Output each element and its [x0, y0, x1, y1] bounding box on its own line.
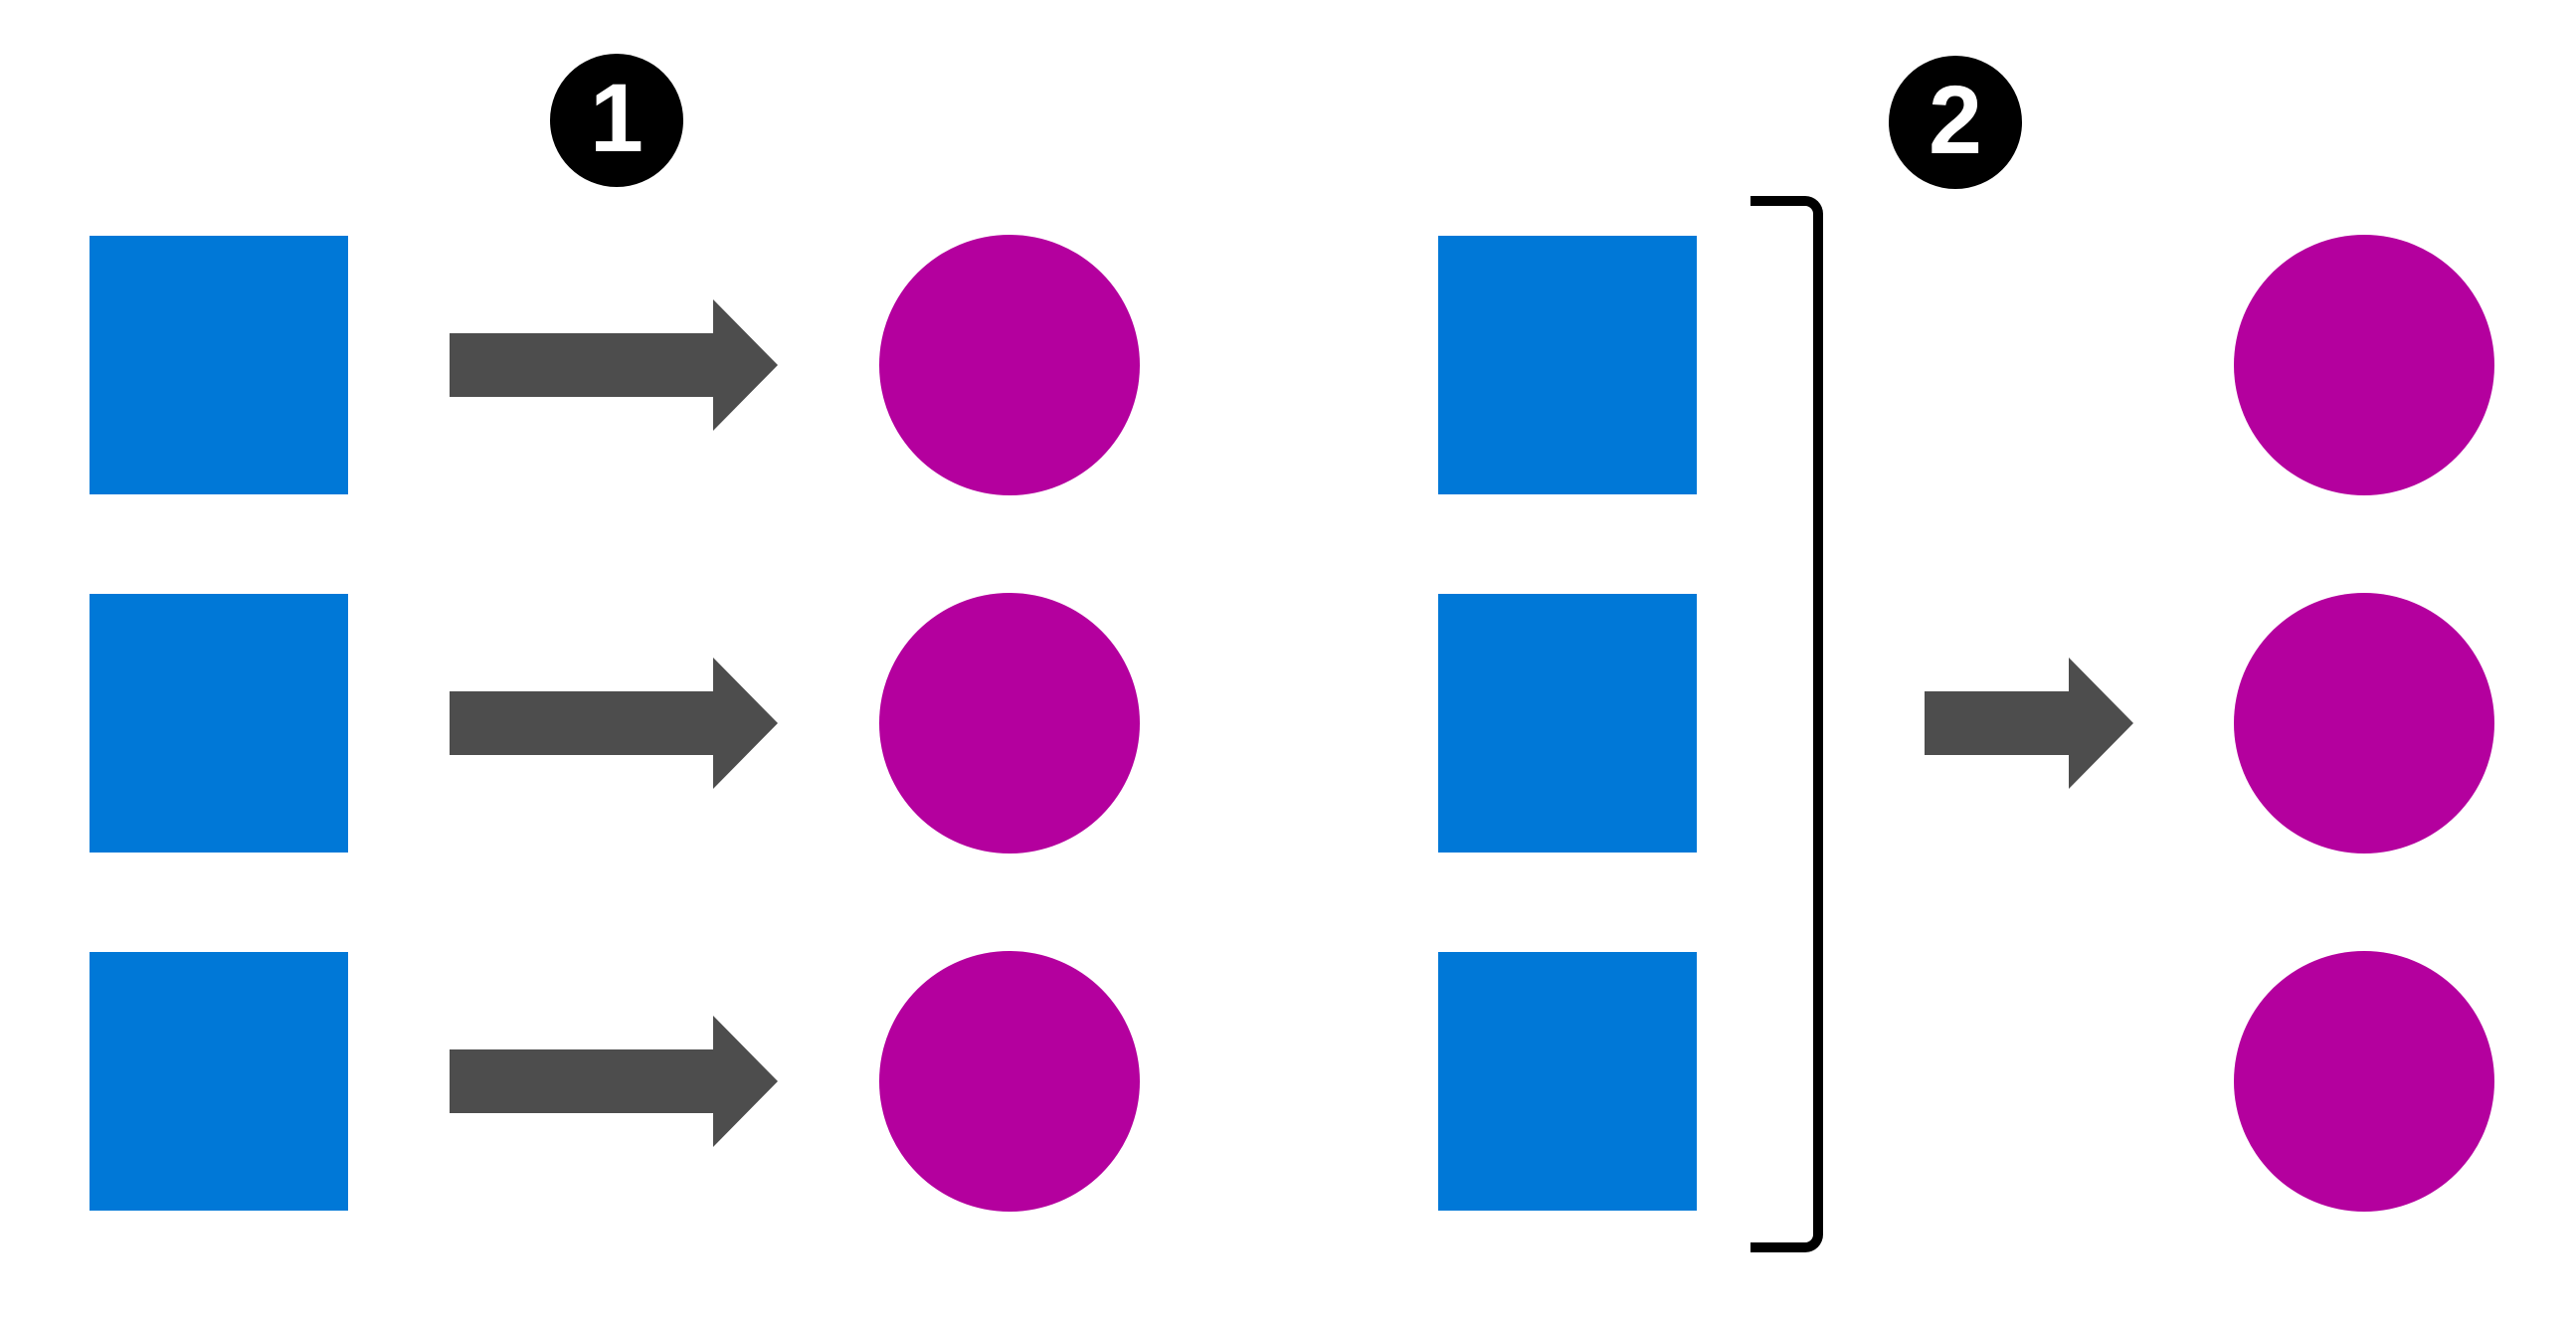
- right-arrow-icon: [1925, 658, 2133, 789]
- input-square: [90, 236, 348, 494]
- input-square: [90, 952, 348, 1211]
- arrow-head: [2069, 658, 2133, 789]
- output-circle: [2234, 235, 2494, 495]
- step-1-badge: 1: [550, 54, 683, 187]
- step-1-badge-label: 1: [590, 63, 644, 172]
- output-circle: [2234, 951, 2494, 1212]
- input-square: [1438, 594, 1697, 853]
- arrow-shaft: [450, 1049, 713, 1113]
- right-arrow-icon: [450, 1016, 778, 1147]
- input-square: [90, 594, 348, 853]
- arrow-head: [713, 299, 778, 431]
- output-circle: [879, 951, 1140, 1212]
- arrow-head: [713, 658, 778, 789]
- arrow-head: [713, 1016, 778, 1147]
- output-circle: [879, 593, 1140, 854]
- arrow-shaft: [1925, 691, 2069, 755]
- step-2-badge: 2: [1889, 56, 2022, 189]
- step-2-badge-label: 2: [1929, 65, 1982, 174]
- right-arrow-icon: [450, 658, 778, 789]
- right-arrow-icon: [450, 299, 778, 431]
- arrow-shaft: [450, 691, 713, 755]
- arrow-shaft: [450, 333, 713, 397]
- input-square: [1438, 236, 1697, 494]
- group-bracket: [1750, 196, 1823, 1252]
- output-circle: [2234, 593, 2494, 854]
- input-square: [1438, 952, 1697, 1211]
- output-circle: [879, 235, 1140, 495]
